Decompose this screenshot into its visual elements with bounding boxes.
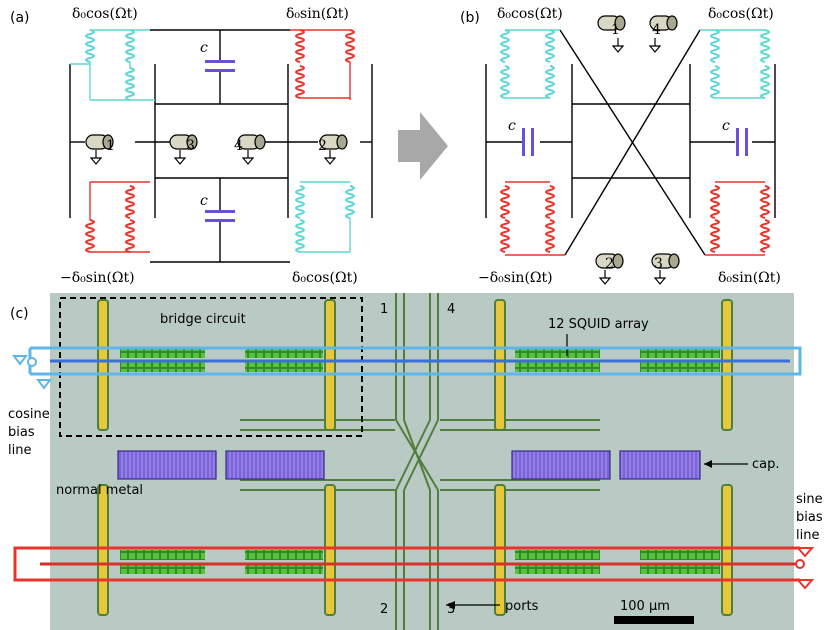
normal-metal-label: normal metal: [56, 483, 143, 498]
panel-b-cap-left: c: [508, 118, 534, 156]
scale-bar-label: 100 μm: [620, 599, 670, 614]
panel-a-coils-top-right: [290, 29, 355, 100]
svg-text:c: c: [200, 193, 208, 209]
sine-bias-line: [13, 546, 815, 590]
port-num-4: 4: [447, 302, 455, 317]
panel-a-port-3: 3: [169, 134, 198, 165]
panel-a-coils-bottom-right: [295, 181, 355, 253]
panel-b-label: (b): [460, 10, 480, 26]
port-num-1: 1: [380, 302, 388, 317]
panel-a-cap-bottom: c: [200, 193, 235, 222]
svg-text:4: 4: [652, 22, 661, 38]
panel-c-label: (c): [10, 306, 29, 322]
panel-b-wires: [485, 29, 776, 256]
panel-b-bottom-right-label: δ₀sin(Ωt): [718, 270, 781, 286]
svg-text:3: 3: [186, 138, 195, 154]
ports-pointer-head: [446, 601, 455, 609]
panel-a-port-1: 1: [85, 134, 115, 165]
sine-bias-label-1: sine: [796, 492, 823, 507]
panel-b-port-1: 1: [597, 15, 626, 53]
cosine-bias-line: [12, 346, 802, 390]
svg-text:3: 3: [654, 256, 663, 272]
panel-b-top-right-label: δ₀cos(Ωt): [708, 6, 774, 22]
panel-b-coils-bottom-right: [705, 181, 770, 256]
svg-text:c: c: [200, 40, 208, 56]
cap-label: cap.: [752, 457, 780, 472]
panel-b-cap-right: c: [722, 118, 748, 156]
panel-a-top-right-label: δ₀sin(Ωt): [286, 6, 349, 22]
bridge-circuit-box: [59, 297, 363, 437]
sine-bias-label-2: bias: [796, 510, 823, 525]
panel-c: (c) bridge circuit 1 4 2 3: [8, 293, 823, 630]
panel-b-port-3: 3: [651, 253, 680, 285]
panel-b-coils-bottom-left: [500, 181, 565, 256]
panel-a-coils-top-left: [70, 29, 155, 101]
ports-label: ports: [505, 599, 539, 614]
panel-a-coils-bottom-left: [85, 181, 150, 253]
panel-b-port-4: 4: [649, 15, 678, 53]
panel-a-label: (a): [10, 10, 30, 26]
svg-text:1: 1: [106, 138, 115, 154]
panel-a-bottom-right-label: δ₀cos(Ωt): [292, 270, 358, 286]
svg-text:4: 4: [234, 138, 243, 154]
squid-array-label: 12 SQUID array: [548, 317, 649, 332]
svg-text:2: 2: [605, 256, 614, 272]
cosine-bias-label-2: bias: [8, 425, 35, 440]
svg-text:c: c: [508, 118, 516, 134]
port-num-2: 2: [380, 602, 388, 617]
normal-metal-resistors: [97, 299, 733, 616]
panel-a-cap-top: c: [200, 40, 235, 72]
port-num-3: 3: [447, 602, 455, 617]
cap-pointer-head: [704, 460, 712, 468]
panel-b-coils-top-left: [500, 29, 560, 99]
svg-text:2: 2: [318, 138, 327, 154]
panel-a-port-4: 4: [234, 134, 266, 165]
scale-bar: [614, 616, 694, 624]
transform-arrow: [398, 112, 448, 180]
panel-b-top-left-label: δ₀cos(Ωt): [497, 6, 563, 22]
bridge-circuit-label: bridge circuit: [160, 312, 246, 327]
svg-text:1: 1: [611, 22, 620, 38]
panel-b-port-2: 2: [595, 253, 624, 285]
panel-a: (a) δ₀cos(Ωt) δ₀sin(Ωt) −δ₀sin(Ωt) δ₀cos…: [10, 6, 373, 286]
panel-b: (b) δ₀cos(Ωt) δ₀cos(Ωt) −δ₀sin(Ωt) δ₀sin…: [460, 6, 781, 286]
center-port-traces: [240, 293, 600, 630]
capacitors: [117, 450, 701, 480]
panel-a-port-2: 2: [318, 134, 348, 165]
squid-arrays: [120, 348, 720, 574]
panel-b-bottom-left-label: −δ₀sin(Ωt): [478, 270, 553, 286]
sine-bias-label-3: line: [796, 528, 819, 543]
panel-a-bottom-left-label: −δ₀sin(Ωt): [60, 270, 135, 286]
cosine-bias-label-3: line: [8, 443, 31, 458]
svg-text:c: c: [722, 118, 730, 134]
panel-b-coils-top-right: [700, 29, 770, 99]
cosine-bias-label-1: cosine: [8, 407, 50, 422]
panel-a-top-left-label: δ₀cos(Ωt): [72, 6, 138, 22]
panel-a-wires: [69, 29, 373, 263]
